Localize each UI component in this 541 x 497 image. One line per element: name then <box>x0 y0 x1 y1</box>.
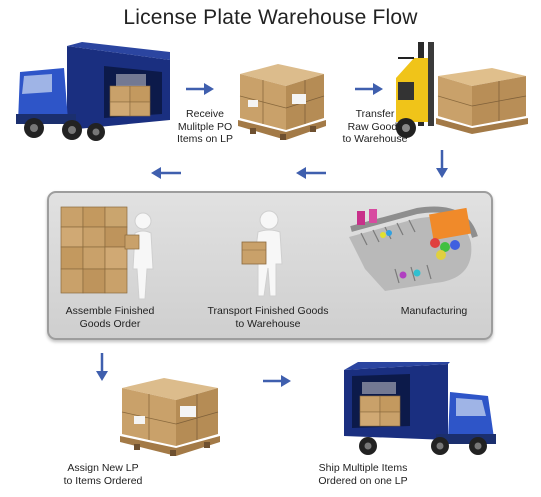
arrow-icon <box>186 83 214 95</box>
worker-carrying-box-icon <box>236 208 290 300</box>
step-assemble-label: Assemble Finished Goods Order <box>65 305 155 330</box>
arrow-icon <box>296 167 326 179</box>
step-receive-label: Receive Mulitple PO Items on LP <box>176 108 234 145</box>
forklift-icon <box>392 38 532 142</box>
conveyor-icon <box>345 199 485 295</box>
diagram-title: License Plate Warehouse Flow <box>123 6 418 29</box>
pallet-boxes-icon <box>234 58 330 146</box>
step-transport-label: Transport Finished Goods to Warehouse <box>207 305 329 330</box>
step-ship-label: Ship Multiple Items Ordered on one LP <box>318 462 408 487</box>
step-manufacturing-label: Manufacturing <box>400 305 468 317</box>
truck-icon <box>340 362 500 458</box>
arrow-icon <box>355 83 383 95</box>
worker-stacking-boxes-icon <box>55 199 165 307</box>
arrow-icon <box>96 353 108 381</box>
arrow-icon <box>263 375 291 387</box>
step-transfer-label: Transfer Raw Goods to Warehouse <box>342 108 408 145</box>
pallet-boxes-icon <box>116 372 224 464</box>
truck-icon <box>12 42 172 142</box>
arrow-icon <box>436 150 448 178</box>
arrow-icon <box>151 167 181 179</box>
step-assign-label: Assign New LP to Items Ordered <box>63 462 143 487</box>
